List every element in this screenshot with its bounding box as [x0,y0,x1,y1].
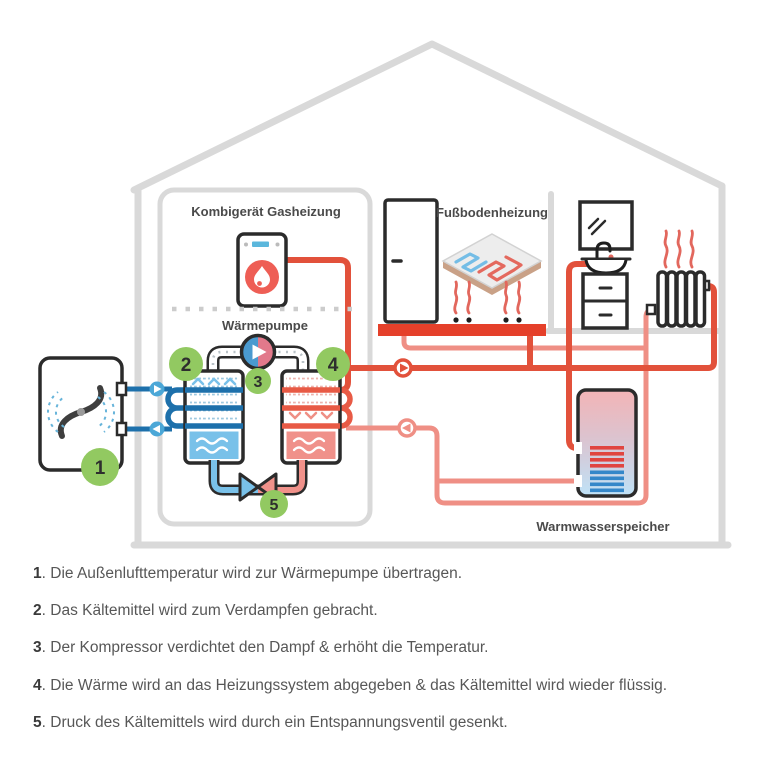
radiator-icon [656,270,707,328]
step-number: 3 [33,639,42,657]
svg-text:5: 5 [270,497,279,514]
step-item-5: 5. Druck des Kältemittels wird durch ein… [33,713,508,731]
evaporator [165,369,245,465]
mirror-icon [578,200,634,251]
diagram-canvas: Kombigerät Gasheizung Wärmepumpe [38,40,732,549]
air-in-arrow-icon [149,381,165,397]
svg-text:3: 3 [254,374,263,391]
supply-trunk-pipe [345,283,717,371]
step-text: Die Außenlufttemperatur wird zur Wärmepu… [50,565,463,582]
vanity-icon [581,272,629,330]
step-item-2: 2. Das Kältemittel wird zum Verdampfen g… [33,602,378,620]
step-number: 5 [33,713,42,731]
floor-return-pipe [401,335,648,351]
condenser [280,369,353,465]
hot-water-tank: Warmwasserspeicher [536,388,670,534]
flame-icon [245,260,279,294]
step-number: 1 [33,565,42,582]
step-item-3: 3. Der Kompressor verdichtet den Dampf &… [33,639,489,657]
marker-4: 4 [316,347,350,381]
label-gas-boiler: Kombigerät Gasheizung [191,204,341,219]
floor-heating: Fußbodenheizung [436,205,548,323]
marker-2: 2 [169,347,203,381]
step-number: 2 [33,602,42,620]
step-item-4: 4. Die Wärme wird an das Heizungssystem … [33,676,668,694]
gas-boiler: Kombigerät Gasheizung [172,204,358,312]
water-tank-icon [574,388,638,498]
svg-text:1: 1 [95,458,106,479]
step-text: Der Kompressor verdichtet den Dampf & er… [50,639,489,657]
radiator-heat-waves [663,229,695,269]
steps-list: 1. Die Außenlufttemperatur wird zur Wärm… [33,563,747,749]
svg-text:2: 2 [181,355,192,376]
marker-5: 5 [260,490,288,518]
supply-arrow-icon [393,358,413,378]
step-number: 4 [33,676,42,694]
bathroom [578,200,634,330]
compressor-icon [239,333,277,371]
label-water-tank: Warmwasserspeicher [536,519,669,534]
outdoor-unit [38,356,172,472]
label-floor-heating: Fußbodenheizung [436,205,548,220]
label-heat-pump: Wärmepumpe [222,318,308,333]
step-text: Das Kältemittel wird zum Verdampfen gebr… [50,602,378,620]
step-text: Druck des Kältemittels wird durch ein En… [50,713,508,731]
floor-panel-icon [441,233,543,295]
sink-supply-pipe [566,261,588,451]
step-item-1: 1. Die Außenlufttemperatur wird zur Wärm… [33,565,463,582]
heat-pump: Wärmepumpe [165,318,353,502]
radiator [645,229,711,328]
floor-heat-waves [453,280,522,323]
air-out-arrow-icon [149,421,165,437]
return-arrow-icon [397,418,417,438]
house-outline [130,40,732,549]
marker-3: 3 [245,368,271,394]
svg-text:4: 4 [328,355,339,376]
marker-1: 1 [81,448,119,486]
heated-floor-bar [378,324,546,336]
fan-icon [47,385,115,439]
door-icon [383,198,439,324]
step-text: Die Wärme wird an das Heizungssystem abg… [50,676,668,694]
step-markers: 1 2 3 4 5 [81,347,350,518]
